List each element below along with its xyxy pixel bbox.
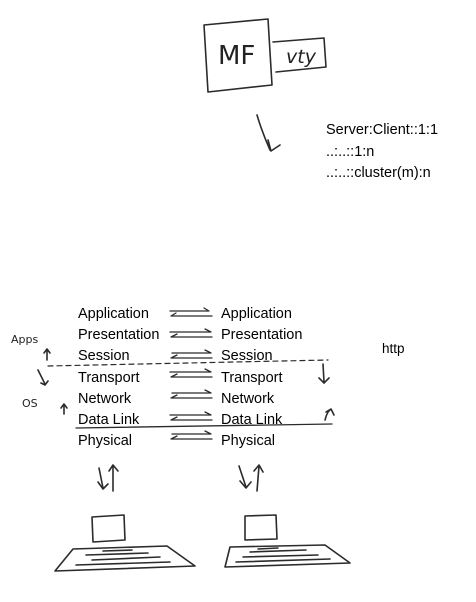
mainframe-tab	[272, 37, 327, 73]
session-boundary-line	[47, 359, 329, 367]
right-updown-arrows	[238, 464, 264, 492]
osi-right-transport: Transport	[221, 370, 283, 386]
computer-left	[54, 514, 196, 572]
relation-line-1: Server:Client::1:1	[326, 122, 439, 138]
relation-line-2: ..:..::1:n	[326, 144, 375, 160]
osi-left-network: Network	[78, 391, 132, 407]
relation-line-3: ..:..::cluster(m):n	[326, 165, 431, 181]
osi-left-physical: Physical	[78, 433, 132, 449]
os-up-arrow	[60, 403, 68, 415]
osi-right-physical: Physical	[221, 433, 275, 449]
osi-left-application: Application	[78, 306, 149, 322]
network-boundary-line	[75, 423, 333, 429]
mainframe-box	[203, 18, 273, 93]
protocol-label: http	[382, 341, 405, 356]
osi-left-data-link: Data Link	[78, 412, 140, 428]
osi-right-data-link: Data Link	[221, 412, 283, 428]
apps-down-arrow	[37, 369, 49, 386]
right-up-arrow	[324, 408, 335, 421]
layer-arrows	[169, 307, 213, 440]
osi-left-presentation: Presentation	[78, 327, 160, 343]
osi-right-network: Network	[221, 391, 275, 407]
computer-right	[224, 514, 351, 568]
osi-right-session: Session	[221, 348, 273, 364]
right-down-arrow	[318, 363, 330, 384]
terminal-label: vty	[286, 46, 317, 68]
mainframe-label: MF	[218, 41, 255, 71]
osi-left-transport: Transport	[78, 370, 140, 386]
osi-left-session: Session	[78, 348, 130, 364]
os-label: OS	[22, 397, 38, 410]
left-updown-arrows	[97, 464, 119, 492]
down-arrow-mainframe	[256, 114, 281, 152]
apps-label: Apps	[11, 333, 38, 346]
osi-right-application: Application	[221, 306, 292, 322]
apps-up-arrow	[43, 348, 51, 361]
osi-right-presentation: Presentation	[221, 327, 303, 343]
